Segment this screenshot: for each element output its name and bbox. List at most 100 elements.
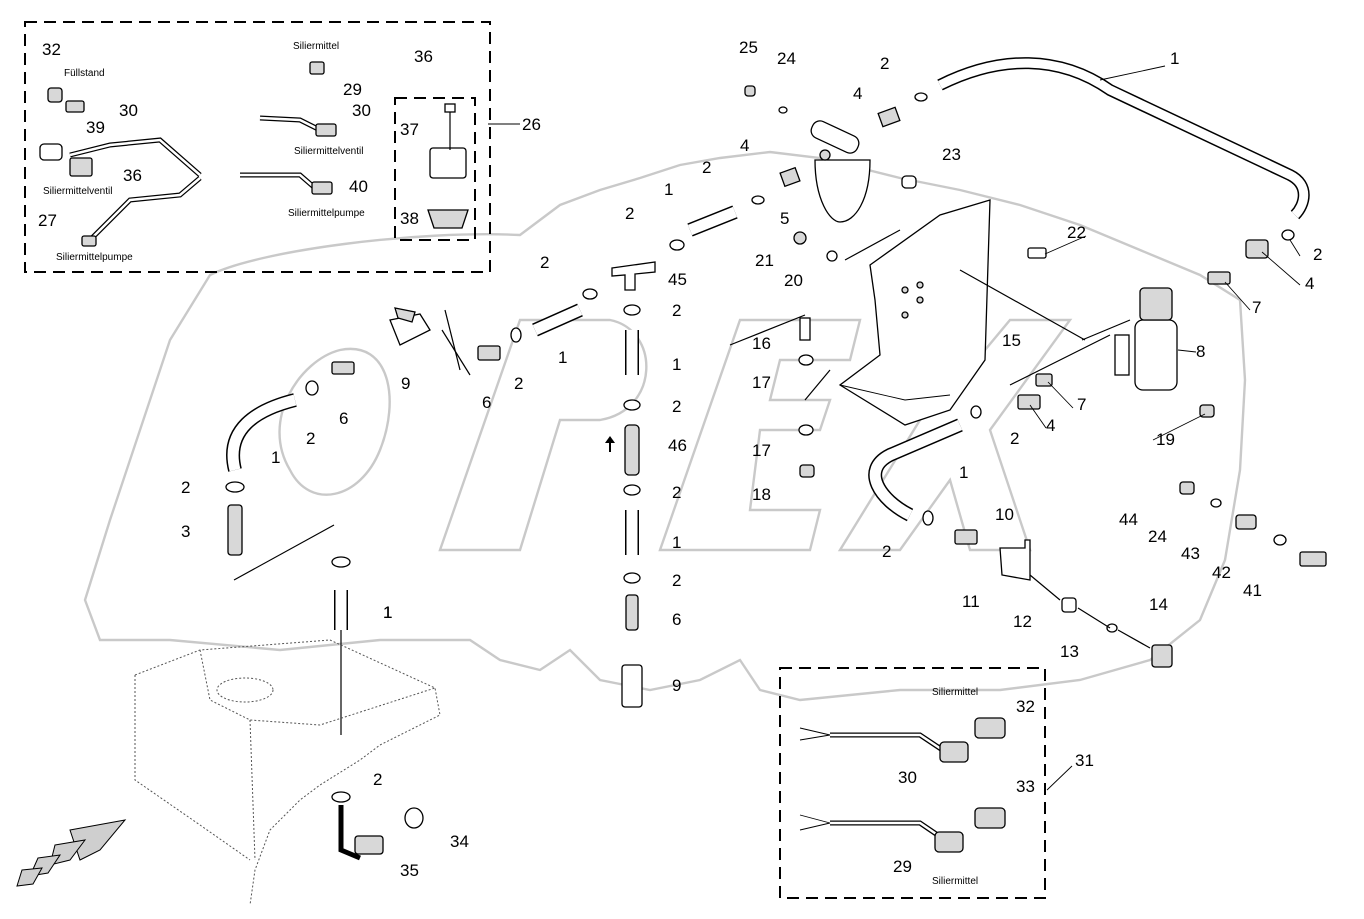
filter-8 <box>1114 287 1178 391</box>
callout: 1 <box>383 603 392 622</box>
tank <box>134 639 441 906</box>
callout: 31 <box>1075 751 1094 770</box>
callout: 36 <box>123 166 142 185</box>
callout: 12 <box>1013 612 1032 631</box>
callout: 30 <box>352 101 371 120</box>
callout: 11 <box>962 592 980 611</box>
callout: 7 <box>1252 298 1261 317</box>
callout: 6 <box>339 409 348 428</box>
callout: 40 <box>349 177 368 196</box>
wiring-harness-26 <box>39 61 469 247</box>
callout: 21 <box>755 251 774 270</box>
callout: 9 <box>672 676 681 695</box>
part-callouts: 32 30 39 36 27 29 30 40 36 37 38 26 25 2… <box>38 38 1322 880</box>
callout: 2 <box>540 253 549 272</box>
callout: 7 <box>1077 395 1086 414</box>
callout: 1 <box>672 355 681 374</box>
callout: 4 <box>1046 416 1055 435</box>
callout: 2 <box>672 483 681 502</box>
callout: 2 <box>514 374 523 393</box>
callout: 32 <box>1016 697 1035 716</box>
harness-box-31 <box>779 667 1046 899</box>
callout: 17 <box>752 373 771 392</box>
callout: 29 <box>343 80 362 99</box>
callout: 13 <box>1060 642 1079 661</box>
callout: 26 <box>522 115 541 134</box>
callout: 17 <box>752 441 771 460</box>
callout: 4 <box>853 84 862 103</box>
callout: 1 <box>959 463 968 482</box>
callout: 2 <box>672 571 681 590</box>
callout: 43 <box>1181 544 1200 563</box>
callout: 1 <box>664 180 673 199</box>
callout: 2 <box>181 478 190 497</box>
label-siliermittelpumpe-left: Siliermittelpumpe <box>56 252 133 263</box>
label-siliermittel-box2-top: Siliermittel <box>932 687 978 698</box>
valve-inset-box-36 <box>394 97 476 241</box>
callout: 2 <box>672 301 681 320</box>
callout: 22 <box>1067 223 1086 242</box>
callout: 1 <box>383 603 392 622</box>
callout: 2 <box>306 429 315 448</box>
callout: 30 <box>119 101 138 120</box>
callout: 6 <box>482 393 491 412</box>
callout: 41 <box>1243 581 1262 600</box>
callout: 23 <box>942 145 961 164</box>
callout: 2 <box>625 204 634 223</box>
callout: 32 <box>42 40 61 59</box>
callout: 24 <box>777 49 796 68</box>
leader-lines <box>233 229 1151 649</box>
callout: 2 <box>672 397 681 416</box>
callout: 39 <box>86 118 105 137</box>
callout: 9 <box>401 374 410 393</box>
bracket-15 <box>838 199 991 426</box>
callout: 45 <box>668 270 687 289</box>
direction-arrow-icon <box>16 819 127 887</box>
callout: 42 <box>1212 563 1231 582</box>
callout: 29 <box>893 857 912 876</box>
hose-assembly <box>226 57 1310 735</box>
callout: 16 <box>752 334 771 353</box>
callout: 6 <box>672 610 681 629</box>
label-siliermittel-box2-bottom: Siliermittel <box>932 876 978 887</box>
callout: 24 <box>1148 527 1167 546</box>
callout: 46 <box>668 436 687 455</box>
callout: 20 <box>784 271 803 290</box>
callout: 38 <box>400 209 419 228</box>
callout: 44 <box>1119 510 1138 529</box>
callout: 34 <box>450 832 469 851</box>
fittings <box>225 85 1327 861</box>
callout: 14 <box>1149 595 1168 614</box>
callout: 4 <box>1305 274 1314 293</box>
callout: 2 <box>702 158 711 177</box>
callout: 10 <box>995 505 1014 524</box>
callout: 2 <box>373 770 382 789</box>
callout: 35 <box>400 861 419 880</box>
callout: 2 <box>1010 429 1019 448</box>
callout: 37 <box>400 120 419 139</box>
label-fuellstand: Füllstand <box>64 68 105 79</box>
callout: 4 <box>740 136 749 155</box>
callout: 1 <box>672 533 681 552</box>
callout: 8 <box>1196 342 1205 361</box>
callout: 19 <box>1156 430 1175 449</box>
callout: 2 <box>882 542 891 561</box>
filter-5 <box>810 120 871 223</box>
callout: 3 <box>181 522 190 541</box>
callout: 5 <box>780 209 789 228</box>
wiring-harness-31 <box>799 717 1006 853</box>
label-siliermittel-top: Siliermittel <box>293 41 339 52</box>
callout: 27 <box>38 211 57 230</box>
label-siliermittelpumpe-right: Siliermittelpumpe <box>288 208 365 219</box>
callout: 1 <box>558 348 567 367</box>
callout: 30 <box>898 768 917 787</box>
callout: 2 <box>880 54 889 73</box>
callout: 18 <box>752 485 771 504</box>
callout: 15 <box>1002 331 1021 350</box>
callout: 36 <box>414 47 433 66</box>
label-siliermittelventil-left: Siliermittelventil <box>43 186 112 197</box>
callout: 1 <box>1170 49 1179 68</box>
callout-leaders <box>488 65 1301 791</box>
label-siliermittelventil-right: Siliermittelventil <box>294 146 363 157</box>
connector-labels: Füllstand Siliermittel Siliermittelventi… <box>43 41 978 887</box>
